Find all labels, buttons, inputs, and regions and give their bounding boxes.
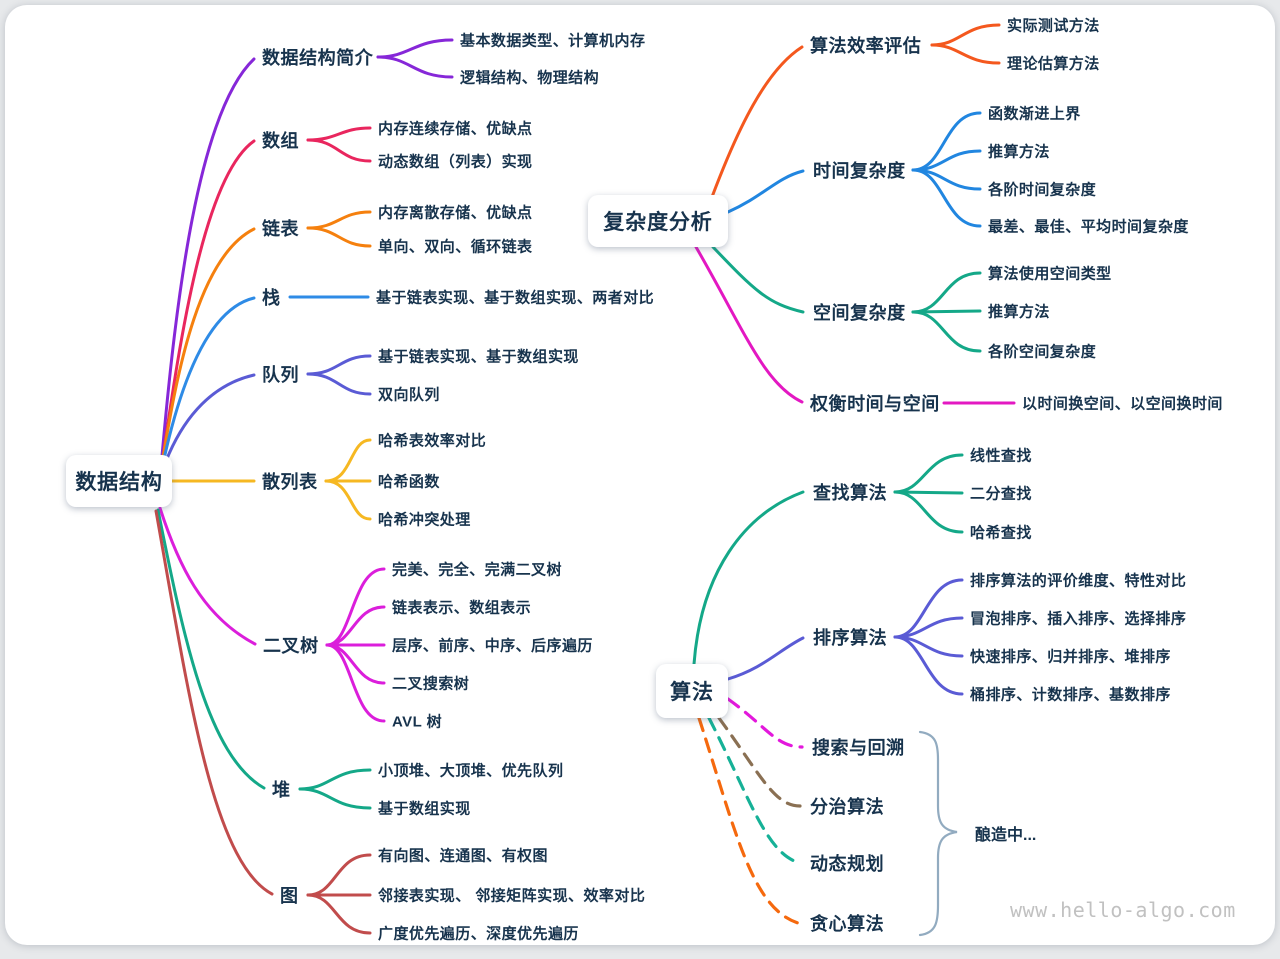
branch-divide-and-conquer[interactable]: 分治算法 [810, 797, 885, 817]
branch-greedy[interactable]: 贪心算法 [810, 914, 885, 934]
leaf-node[interactable]: 算法使用空间类型 [988, 265, 1112, 283]
leaf-node[interactable]: 小顶堆、大顶堆、优先队列 [378, 762, 564, 780]
leaf-node[interactable]: 基本数据类型、计算机内存 [460, 32, 646, 50]
branch-queue[interactable]: 队列 [262, 365, 300, 385]
branch-heap[interactable]: 堆 [272, 780, 291, 800]
branch-linked-list[interactable]: 链表 [262, 219, 300, 239]
leaf-node[interactable]: 层序、前序、中序、后序遍历 [392, 637, 593, 655]
leaf-node[interactable]: 邻接表实现、 邻接矩阵实现、效率对比 [378, 887, 646, 905]
leaf-node[interactable]: 基于链表实现、基于数组实现、两者对比 [376, 289, 655, 307]
leaf-node[interactable]: 双向队列 [378, 386, 440, 404]
leaf-node[interactable]: 哈希表效率对比 [378, 432, 487, 450]
mindmap-canvas [5, 5, 1275, 945]
leaf-node[interactable]: 各阶时间复杂度 [988, 181, 1097, 199]
leaf-node[interactable]: 桶排序、计数排序、基数排序 [970, 686, 1171, 704]
root-complexity-analysis-label: 复杂度分析 [603, 211, 713, 234]
branch-ds-intro[interactable]: 数据结构简介 [262, 48, 374, 68]
leaf-node[interactable]: 哈希函数 [378, 473, 440, 491]
leaf-node[interactable]: 内存离散存储、优缺点 [378, 204, 533, 222]
watermark: www.hello-algo.com [1010, 898, 1236, 922]
leaf-node[interactable]: 动态数组（列表）实现 [378, 153, 533, 171]
branch-algorithm-efficiency[interactable]: 算法效率评估 [810, 36, 922, 56]
branch-hash-table[interactable]: 散列表 [262, 472, 318, 492]
leaf-node[interactable]: 理论估算方法 [1007, 55, 1100, 73]
branch-time-complexity[interactable]: 时间复杂度 [813, 161, 906, 181]
branch-backtracking[interactable]: 搜索与回溯 [812, 738, 905, 758]
branch-time-space-tradeoff[interactable]: 权衡时间与空间 [810, 394, 940, 414]
branch-graph[interactable]: 图 [280, 886, 299, 906]
leaf-node[interactable]: 基于数组实现 [378, 800, 471, 818]
branch-space-complexity[interactable]: 空间复杂度 [813, 303, 906, 323]
leaf-node[interactable]: 逻辑结构、物理结构 [460, 69, 600, 87]
branch-dynamic-programming[interactable]: 动态规划 [810, 854, 885, 874]
branch-array[interactable]: 数组 [262, 131, 300, 151]
root-algorithms-label: 算法 [670, 681, 714, 704]
leaf-node[interactable]: 冒泡排序、插入排序、选择排序 [970, 610, 1187, 628]
leaf-node[interactable]: 有向图、连通图、有权图 [378, 847, 548, 865]
leaf-node[interactable]: 推算方法 [988, 143, 1050, 161]
leaf-node[interactable]: 各阶空间复杂度 [988, 343, 1097, 361]
leaf-node[interactable]: AVL 树 [392, 713, 443, 731]
leaf-node[interactable]: 以时间换空间、以空间换时间 [1022, 395, 1223, 413]
branch-binary-tree[interactable]: 二叉树 [263, 636, 319, 656]
leaf-node[interactable]: 完美、完全、完满二叉树 [392, 561, 562, 579]
leaf-node[interactable]: 实际测试方法 [1007, 17, 1100, 35]
leaf-node[interactable]: 线性查找 [970, 447, 1032, 465]
branch-stack[interactable]: 栈 [262, 288, 281, 308]
leaf-node[interactable]: 广度优先遍历、深度优先遍历 [378, 925, 579, 943]
leaf-node[interactable]: 函数渐进上界 [988, 105, 1081, 123]
leaf-node[interactable]: 推算方法 [988, 303, 1050, 321]
root-algorithms[interactable]: 算法 [656, 664, 728, 718]
leaf-node[interactable]: 二叉搜索树 [392, 675, 470, 693]
leaf-node[interactable]: 基于链表实现、基于数组实现 [378, 348, 579, 366]
leaf-node[interactable]: 单向、双向、循环链表 [378, 238, 533, 256]
branch-searching[interactable]: 查找算法 [813, 483, 888, 503]
brewing-label: 酿造中... [975, 827, 1037, 844]
leaf-node[interactable]: 二分查找 [970, 485, 1032, 503]
root-complexity-analysis[interactable]: 复杂度分析 [588, 195, 728, 247]
root-data-structures-label: 数据结构 [75, 471, 163, 494]
leaf-node[interactable]: 排序算法的评价维度、特性对比 [970, 572, 1187, 590]
root-data-structures[interactable]: 数据结构 [66, 455, 172, 507]
leaf-node[interactable]: 链表表示、数组表示 [392, 599, 532, 617]
leaf-node[interactable]: 最差、最佳、平均时间复杂度 [988, 218, 1189, 236]
leaf-node[interactable]: 内存连续存储、优缺点 [378, 120, 533, 138]
leaf-node[interactable]: 哈希冲突处理 [378, 511, 471, 529]
leaf-node[interactable]: 哈希查找 [970, 524, 1032, 542]
leaf-node[interactable]: 快速排序、归并排序、堆排序 [970, 648, 1171, 666]
branch-sorting[interactable]: 排序算法 [813, 628, 888, 648]
